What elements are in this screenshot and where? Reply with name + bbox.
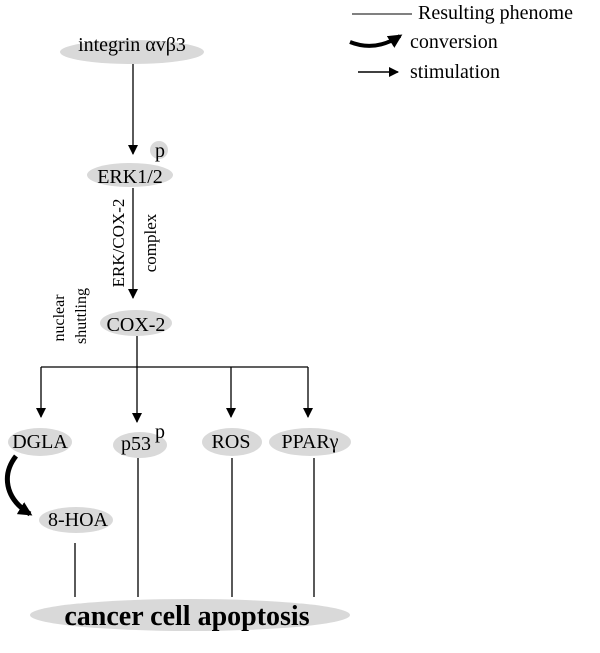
node-p53-phospho: p — [155, 421, 165, 443]
legend-conversion-curve-icon — [349, 34, 403, 48]
node-ros: ROS — [212, 431, 251, 453]
node-erk: ERK1/2 — [97, 166, 163, 188]
node-integrin: integrin αvβ3 — [78, 34, 186, 56]
node-8-hoa: 8-HOA — [48, 509, 109, 531]
p53-shadow — [113, 432, 167, 458]
label-nuclear: nuclear — [51, 294, 68, 342]
node-ppar: PPARγ — [281, 431, 338, 453]
label-shuttling: shuttling — [73, 288, 90, 344]
ros-shadow — [202, 428, 262, 456]
dgla-shadow — [8, 428, 72, 456]
node-dgla: DGLA — [12, 431, 68, 453]
erk-p-shadow — [150, 141, 168, 159]
hoa-shadow — [39, 507, 113, 533]
legend-line-label: Resulting phenome — [418, 2, 573, 24]
label-erk-cox-complex-1: ERK/COX-2 — [109, 199, 128, 288]
node-erk-phospho: p — [155, 140, 165, 162]
erk-shadow — [87, 163, 173, 187]
label-erk-cox-complex-2: complex — [141, 213, 160, 272]
node-p53: p53 — [121, 433, 151, 455]
integrin-shadow — [60, 40, 204, 64]
legend: Resulting phenome conversion stimulation — [349, 2, 573, 83]
node-cox2: COX-2 — [107, 314, 166, 336]
legend-arrow-label: stimulation — [410, 61, 500, 83]
cox2-shadow — [100, 310, 172, 336]
legend-curve-label: conversion — [410, 31, 498, 53]
edge-labels: ERK/COX-2 complex nuclear shuttling — [51, 199, 160, 344]
ppar-shadow — [269, 428, 351, 456]
node-shadows — [8, 40, 351, 631]
node-apoptosis: cancer cell apoptosis — [64, 601, 309, 632]
edge-dgla-to-hoa-conversion — [5, 454, 33, 517]
node-labels: integrin αvβ3 ERK1/2 p COX-2 DGLA p53 p … — [12, 34, 338, 632]
apoptosis-shadow — [30, 599, 350, 631]
edges — [5, 64, 315, 597]
